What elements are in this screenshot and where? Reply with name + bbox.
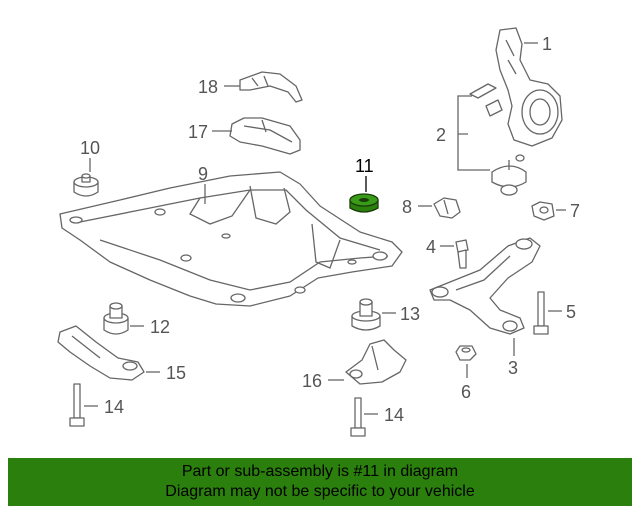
banner-line-2: Diagram may not be specific to your vehi… [165,483,475,500]
part-18 [239,71,303,103]
callout-17[interactable]: 17 [188,122,208,142]
parts-diagram: 18 17 10 9 11 [57,27,580,437]
part-3-control-arm [429,237,541,335]
callout-14a[interactable]: 14 [104,397,124,417]
callout-10[interactable]: 10 [80,138,100,158]
callout-15[interactable]: 15 [166,363,186,383]
callout-7[interactable]: 7 [570,201,580,221]
part-14b-bolt [350,397,366,437]
callout-8[interactable]: 8 [402,197,412,217]
part-4-bolt [455,239,469,269]
callout-18[interactable]: 18 [198,77,218,97]
banner-line-1: Part or sub-assembly is #11 in diagram [181,463,459,480]
part-9-subframe [59,171,403,307]
part-17 [229,117,301,155]
part-16-bracket [345,339,407,385]
callout-11[interactable]: 11 [355,156,374,176]
part-11-bushing [349,193,379,213]
callout-13[interactable]: 13 [400,304,420,324]
callout-1[interactable]: 1 [542,34,552,54]
callout-12[interactable]: 12 [150,317,170,337]
part-8 [433,197,461,219]
part-13-mount [351,298,381,331]
part-5-bolt [533,291,549,335]
callout-5[interactable]: 5 [566,302,576,322]
part-1-knuckle [495,27,563,147]
callout-4[interactable]: 4 [426,237,436,257]
part-15-bracket [57,325,145,381]
info-banner: Part or sub-assembly is #11 in diagram D… [8,458,632,506]
callout-14b[interactable]: 14 [384,405,404,425]
callout-2[interactable]: 2 [436,125,446,145]
callout-16[interactable]: 16 [302,371,322,391]
callout-3[interactable]: 3 [508,358,518,378]
part-12-mount [103,302,129,335]
part-14a-bolt [69,383,85,427]
part-6-nut [455,345,477,361]
callout-6[interactable]: 6 [461,382,471,402]
part-2-balljoint [469,83,527,196]
callout-9[interactable]: 9 [198,164,208,184]
part-7 [531,201,555,221]
part-10 [73,173,99,197]
